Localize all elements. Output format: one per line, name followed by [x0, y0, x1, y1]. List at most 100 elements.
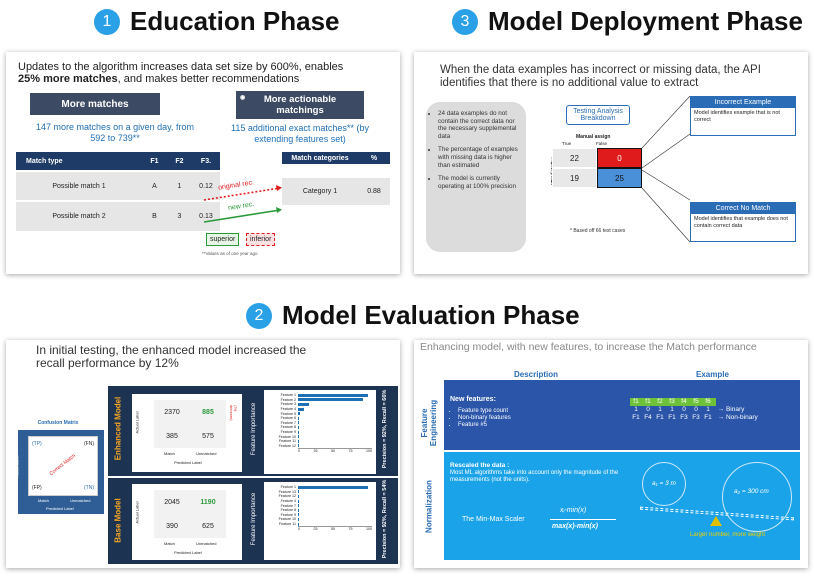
confusion-matrix-legend: Confusion Matrix (TP) (FN) (FP) (TN) Cor… [10, 420, 106, 520]
feature-label: Feature 4 [280, 499, 296, 504]
tick-label: 75 [348, 449, 353, 454]
feature-bar-row: Feature 8 [266, 508, 374, 513]
phase-title: Education Phase [130, 6, 340, 36]
cm-unmatched-label: Unmatched [70, 498, 91, 503]
table-cell: F3 [680, 414, 688, 421]
tick-label: 25 [313, 449, 318, 454]
seesaw-fulcrum [710, 516, 722, 526]
feature-label: Feature 4 [280, 407, 296, 412]
inferior-tag: inferior [246, 233, 276, 246]
table-cell: f1 [633, 398, 639, 405]
feature-label: Feature 10 [278, 517, 296, 522]
arrow-head [276, 185, 282, 191]
table-header-row: Match categories % [282, 152, 390, 171]
table-cell: f1 [645, 398, 651, 405]
table-cell: 0.13 [191, 200, 220, 231]
circle-a1 [642, 462, 686, 506]
match-label: Match [164, 451, 175, 456]
unmatched-label: Unmatched [196, 541, 217, 546]
more-matches-sub: 147 more matches on a given day, from 59… [36, 122, 194, 143]
enhanced-model-row: Enhanced Model 2370 885 385 575 (7% decr… [108, 386, 398, 476]
feature-bar [298, 398, 364, 402]
feature-label: Feature 10 [278, 434, 296, 439]
deployment-bullets: 24 data examples do not contain the corr… [426, 102, 526, 252]
circle-a2 [722, 462, 792, 532]
col-false-label: False [596, 141, 608, 146]
cm-correct-match: Correct Match [48, 452, 77, 478]
testing-analysis-title: Testing Analysis Breakdown [566, 105, 630, 125]
actionable-sub: 115 additional exact matches** (by exten… [231, 123, 369, 144]
correct-no-match-desc: Model identifies that example does not c… [694, 216, 788, 229]
callout-line [641, 133, 691, 169]
deployment-footnote: * Based off 66 test cases [570, 228, 626, 234]
table-cell: Possible match 2 [16, 200, 142, 231]
enhanced-matrix: 2370 885 385 575 (7% decrease) Actual La… [132, 394, 242, 472]
cell-tn-highlight: 25 [597, 168, 642, 188]
arrow-icon: → [715, 414, 726, 421]
feature-bar-row: Feature 9 [266, 430, 374, 435]
table-header: F2 [166, 152, 192, 171]
table-cell: 0 [646, 406, 650, 413]
feature-bar [298, 421, 300, 425]
arrow-head [276, 207, 282, 213]
cm-actual-label: Actual Label [14, 455, 20, 478]
table-cell: Possible match 1 [16, 170, 142, 201]
feature-bar [298, 412, 301, 416]
a2-label: a₂ = 300 cm [734, 488, 769, 495]
feature-bar-row: Feature 10 [266, 517, 374, 522]
feature-bar [298, 517, 299, 521]
matrix-cell: 390 [154, 514, 190, 538]
new-rec-arrow [203, 209, 281, 223]
scaler-label: The Min-Max Scaler [462, 516, 525, 523]
table-cell: 1 [634, 406, 638, 413]
norm-desc: Most ML algorithms take into account onl… [450, 470, 619, 483]
deployment-phase-header: 3 Model Deployment Phase [452, 6, 803, 37]
table-row: Possible match 1 A 1 0.12 [16, 170, 220, 201]
cell-fn: 19 [552, 168, 597, 188]
bullet-item: The percentage of examples with missing … [438, 146, 520, 169]
table-cell: 1 [658, 406, 662, 413]
table-cell: 1 [706, 406, 710, 413]
cell-tp: 22 [552, 148, 597, 168]
col-true-label: True [562, 141, 572, 146]
tick-label: 0 [298, 527, 300, 532]
feature-label: Feature 7 [280, 420, 296, 425]
table-cell: A [142, 170, 167, 201]
feature-bar-row: Feature 7 [266, 503, 374, 508]
feature-bar [298, 490, 300, 494]
cell-fp-highlight: 0 [597, 148, 642, 168]
base-model-row: Base Model 2045 1190 390 625 Actual Labe… [108, 478, 398, 564]
feature-bar-row: Feature 1 [266, 485, 374, 490]
feature-engineering-slide: Enhancing model, with new features, to i… [414, 340, 808, 568]
feature-bar [298, 444, 299, 448]
feature-bar-row: Feature 4 [266, 499, 374, 504]
list-item: Non-binary features [458, 415, 511, 422]
phase-number-badge: 3 [452, 8, 478, 35]
feature-bar [298, 435, 299, 439]
callout-line [641, 169, 691, 201]
table-cell: f6 [705, 398, 711, 405]
table-cell: F1 [668, 414, 676, 421]
feature-bar-row: Feature 2 [266, 398, 374, 403]
table-header: Match categories [282, 152, 358, 171]
matrix-cell: 2045 [154, 490, 190, 514]
tick-label: 0 [298, 449, 300, 454]
evaluation-headline: In initial testing, the enhanced model i… [36, 343, 307, 370]
matrix-cell: 1190 [190, 490, 226, 514]
table-cell: 3 [166, 200, 192, 231]
unmatched-label: Unmatched [196, 451, 217, 456]
feature-bar [298, 393, 369, 397]
feature-label: Feature 11 [278, 522, 296, 527]
education-footnote: **Values as of one year ago [202, 251, 258, 256]
match-categories-table: Match categories % Category 1 0.88 [282, 152, 390, 205]
list-item: Feature #5 [458, 422, 511, 429]
fe-title: New features: [450, 396, 496, 403]
deployment-slide: When the data examples has incorrect or … [414, 52, 808, 274]
table-header: F1 [142, 152, 167, 171]
table-cell: F1 [656, 414, 664, 421]
matrix-cell: 625 [190, 514, 226, 538]
match-type-table: Match type F1 F2 F3. Possible match 1 A … [16, 152, 220, 231]
feature-label: Feature 5 [280, 411, 296, 416]
table-cell: f3 [669, 398, 675, 405]
